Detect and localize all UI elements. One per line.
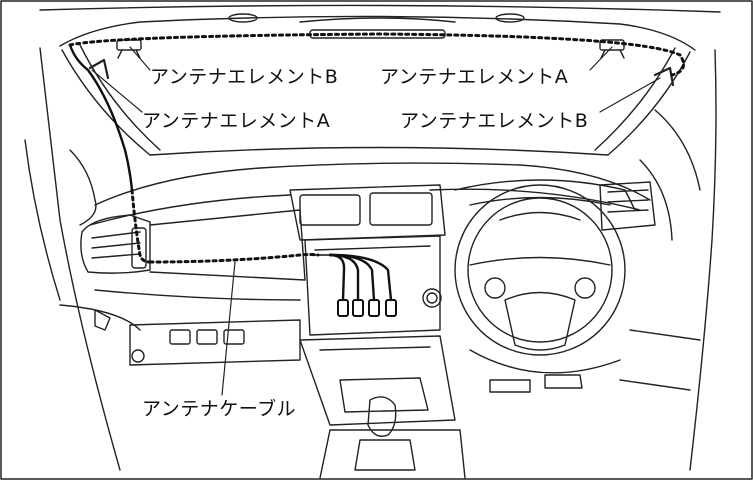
label-antenna-cable: アンテナケーブル xyxy=(142,398,297,420)
leader-cable xyxy=(221,261,236,396)
antenna-element-b-left xyxy=(116,39,142,51)
label-element-b-right: アンテナエレメントB xyxy=(400,110,589,132)
left-air-vent xyxy=(80,214,151,274)
label-element-a-left: アンテナエレメントA xyxy=(142,110,331,132)
antenna-route-dotted xyxy=(68,32,686,77)
label-element-b-left: アンテナエレメントB xyxy=(150,66,339,88)
leader-element-a-left xyxy=(91,69,143,113)
steering-wheel xyxy=(454,184,626,356)
antenna-connectors xyxy=(314,253,397,317)
center-stack-cavity xyxy=(304,235,441,336)
gear-shifter xyxy=(367,396,397,437)
windshield-bottom-edge xyxy=(149,146,609,156)
antenna-cable-route xyxy=(148,253,320,264)
center-stack-top xyxy=(289,184,446,241)
windshield-top-edge xyxy=(59,15,696,51)
dashboard-top xyxy=(94,162,651,206)
label-element-a-right: アンテナエレメントA xyxy=(380,66,569,88)
leader-element-b-right xyxy=(599,77,661,113)
right-air-vent xyxy=(599,181,656,231)
